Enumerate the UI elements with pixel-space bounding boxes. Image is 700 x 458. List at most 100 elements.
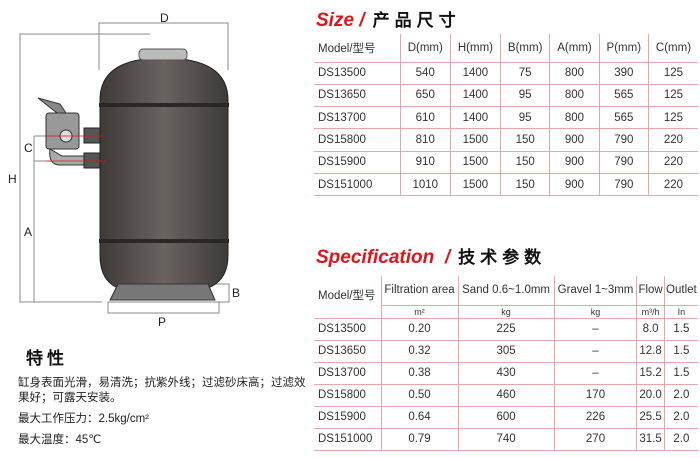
table-cell: 800 — [549, 62, 600, 85]
table-cell: 0.20 — [380, 318, 459, 341]
table-cell: 600 — [457, 406, 555, 429]
table-cell: 1.5 — [663, 318, 698, 341]
table-cell: DS13500 — [314, 318, 381, 341]
column-header: D(mm) — [399, 34, 451, 63]
table-cell: 900 — [549, 173, 600, 197]
table-cell: – — [553, 318, 637, 341]
table-cell: 225 — [457, 318, 555, 341]
table-cell: – — [553, 340, 637, 363]
table-cell: DS13700 — [314, 106, 401, 130]
table-cell: 95 — [500, 106, 550, 130]
table-cell: 650 — [399, 84, 451, 108]
label-h: H — [8, 172, 17, 186]
table-cell: 0.50 — [380, 384, 459, 407]
table-cell: 170 — [553, 384, 637, 407]
table-cell: 430 — [457, 362, 555, 385]
table-cell: 2.0 — [663, 406, 698, 429]
tank — [99, 48, 229, 301]
spec-title: Specification /技术参数 — [316, 247, 547, 268]
column-header: Model/型号 — [314, 34, 401, 63]
table-cell: 305 — [457, 340, 555, 363]
table-cell: 1400 — [449, 62, 501, 85]
table-cell: 270 — [553, 428, 637, 451]
feature-pressure: 最大工作压力：2.5kg/cm² — [18, 413, 149, 425]
column-header: A(mm) — [549, 34, 600, 63]
table-cell: 150 — [500, 128, 550, 152]
table-cell: 460 — [457, 384, 555, 407]
table-cell: 12.8 — [636, 340, 665, 363]
table-cell: DS13700 — [314, 362, 381, 385]
table-cell: 15.2 — [636, 362, 665, 385]
table-cell: 150 — [500, 173, 550, 197]
table-cell: 740 — [457, 428, 555, 451]
table-cell: 0.38 — [380, 362, 459, 385]
table-cell: 8.0 — [636, 318, 665, 341]
table-cell: 800 — [549, 106, 600, 130]
table-cell: 1400 — [449, 106, 501, 130]
column-header: Filtration area — [380, 276, 459, 306]
table-cell: 810 — [399, 128, 451, 152]
feature-temperature: 最大温度：45℃ — [18, 434, 102, 446]
label-a: A — [24, 225, 32, 239]
table-cell: 220 — [647, 151, 698, 174]
feature-desc: 缸身表面光滑，易清洗；抗紫外线；过滤砂床高；过滤效果好；可露天安装。 — [18, 377, 306, 404]
unit-cell: m³/h — [636, 305, 665, 319]
table-cell: 790 — [598, 173, 649, 197]
table-cell: 1500 — [449, 128, 501, 152]
table-cell: DS13650 — [314, 84, 401, 108]
table-cell: 2.0 — [663, 428, 698, 451]
table-cell: DS15800 — [314, 384, 381, 407]
table-cell: 900 — [549, 151, 600, 174]
table-cell: 25.5 — [636, 406, 665, 429]
column-header: Model/型号 — [314, 276, 381, 319]
column-header: Flow — [636, 276, 665, 306]
column-header: Outlet — [663, 276, 698, 306]
unit-cell: In — [663, 305, 698, 319]
table-cell: 220 — [647, 173, 698, 197]
table-cell: DS15900 — [314, 406, 381, 429]
table-cell: 610 — [399, 106, 451, 130]
label-b: B — [232, 286, 240, 300]
unit-cell: m² — [380, 305, 459, 319]
table-cell: 1.5 — [663, 340, 698, 363]
table-cell: 95 — [500, 84, 550, 108]
table-cell: 125 — [647, 106, 698, 130]
table-cell: DS151000 — [314, 428, 381, 451]
column-header: B(mm) — [500, 34, 550, 63]
table-cell: – — [553, 362, 637, 385]
table-cell: 75 — [500, 62, 550, 85]
column-header: C(mm) — [647, 34, 698, 63]
table-cell: DS15900 — [314, 151, 401, 174]
table-cell: 0.64 — [380, 406, 459, 429]
table-cell: 900 — [549, 128, 600, 152]
table-cell: DS13500 — [314, 62, 401, 85]
table-cell: 150 — [500, 151, 550, 174]
table-cell: 910 — [399, 151, 451, 174]
label-c: C — [24, 141, 33, 155]
column-header: P(mm) — [598, 34, 649, 63]
unit-cell: kg — [457, 305, 555, 319]
features: 特性 缸身表面光滑，易清洗；抗紫外线；过滤砂床高；过滤效果好；可露天安装。 最大… — [18, 344, 308, 454]
table-cell: 31.5 — [636, 428, 665, 451]
table-cell: DS151000 — [314, 173, 401, 197]
table-cell: 2.0 — [663, 384, 698, 407]
table-cell: 125 — [647, 62, 698, 85]
column-header: Gravel 1~3mm — [553, 276, 637, 306]
table-cell: 540 — [399, 62, 451, 85]
dimension-lines — [19, 22, 230, 314]
column-header: Sand 0.6~1.0mm — [457, 276, 555, 306]
table-cell: 800 — [549, 84, 600, 108]
table-cell: DS15800 — [314, 128, 401, 152]
features-title: 特性 — [26, 349, 68, 368]
table-cell: 1500 — [449, 173, 501, 197]
